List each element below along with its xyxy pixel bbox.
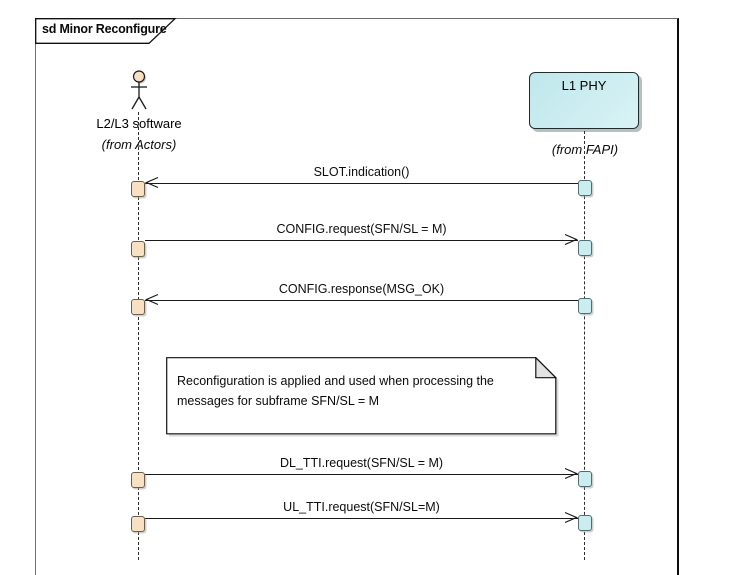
participant-name-l1phy: L1 PHY (561, 78, 607, 93)
activation-bar (578, 180, 592, 196)
note-text: Reconfiguration is applied and used when… (177, 371, 549, 411)
lifeline-l2l3 (138, 112, 139, 560)
diagram-frame (35, 18, 679, 575)
message-line (145, 300, 578, 301)
message-label: CONFIG.response(MSG_OK) (278, 282, 445, 296)
arrowhead-left-icon (145, 293, 160, 306)
activation-bar (578, 298, 592, 314)
note-text-line: messages for subframe SFN/SL = M (177, 394, 380, 408)
activation-bar (131, 299, 145, 315)
message-label: UL_TTI.request(SFN/SL=M) (283, 500, 440, 514)
activation-bar (131, 181, 145, 197)
participant-from-l1phy: (from FAPI) (551, 142, 619, 157)
object-box-l1phy: L1 PHY (529, 72, 639, 129)
participant-from-l2l3: (from Actors) (101, 137, 177, 152)
note-text-line: Reconfiguration is applied and used when… (177, 374, 494, 388)
activation-bar (578, 240, 592, 256)
message-label: CONFIG.request(SFN/SL = M) (276, 222, 447, 236)
activation-bar (578, 471, 592, 487)
actor-icon (131, 70, 147, 110)
activation-bar (578, 515, 592, 531)
frame-title-tab (35, 18, 177, 44)
message-line (145, 183, 578, 184)
note-box (166, 357, 559, 437)
arrowhead-left-icon (145, 176, 160, 189)
message-line (145, 518, 578, 519)
arrowhead-right-icon (563, 233, 578, 246)
message-line (145, 240, 578, 241)
activation-bar (131, 241, 145, 257)
diagram-title: sd Minor Reconfigure (42, 22, 167, 36)
activation-bar (131, 472, 145, 488)
arrowhead-right-icon (563, 467, 578, 480)
lifeline-l1phy (584, 131, 585, 560)
message-label: SLOT.indication() (313, 165, 410, 179)
message-label: DL_TTI.request(SFN/SL = M) (279, 456, 444, 470)
activation-bar (131, 516, 145, 532)
arrowhead-right-icon (563, 511, 578, 524)
participant-name-l2l3: L2/L3 software (96, 116, 182, 131)
message-line (145, 474, 578, 475)
